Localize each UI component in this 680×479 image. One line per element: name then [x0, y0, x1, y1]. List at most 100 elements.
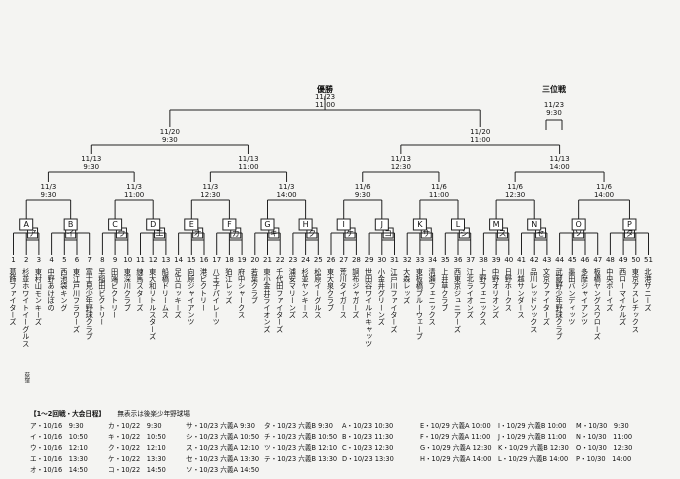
match-time: 12:30 — [505, 191, 525, 199]
team-number: 23 — [288, 256, 297, 264]
team-number: 16 — [200, 256, 209, 264]
match-time: 12:30 — [200, 191, 220, 199]
schedule-row: イ・10/16 10:50 — [30, 433, 88, 441]
match-time: 9:30 — [162, 136, 178, 144]
match-time: 14:00 — [550, 163, 570, 171]
match-date: 11/6 — [355, 183, 371, 191]
team-name: 杉並ヤンキース — [301, 267, 310, 318]
schedule-row: I・10/29 六義B 10:00 — [498, 422, 567, 430]
team-number: 33 — [415, 256, 424, 264]
team-number: 49 — [619, 256, 628, 264]
team-name: 板橋ヤングスワローズ — [593, 267, 602, 340]
match-time: 14:00 — [276, 191, 296, 199]
schedule-row: E・10/29 六義A 10:00 — [420, 422, 491, 430]
team-number: 14 — [174, 256, 183, 264]
match-date: 11/13 — [550, 155, 570, 163]
team-number: 28 — [352, 256, 361, 264]
team-number: 13 — [161, 256, 170, 264]
final-date: 11/23 — [315, 93, 335, 101]
team-name: 北港サニーズ — [644, 268, 653, 311]
match-date: 11/3 — [279, 183, 295, 191]
schedule-row: カ・10/22 9:30 — [108, 422, 162, 430]
match-date: 11/6 — [431, 183, 447, 191]
team-name: 武蔵野少年野球クラブ — [555, 267, 564, 340]
team-name: 西ローマイケルズ — [619, 268, 628, 326]
team-number: 11 — [136, 256, 145, 264]
schedule-row: ケ・10/22 13:30 — [108, 455, 166, 463]
team-name: 東村山モンキーズ — [34, 267, 43, 325]
schedule-note: 無表示は後楽少年野球場 — [117, 410, 190, 418]
team-name: 清瀬フェニックス — [428, 267, 437, 325]
team-number: 2 — [24, 256, 28, 264]
team-name: 船橋ドリームス — [161, 267, 170, 318]
schedule-row: F・10/29 六義A 11:00 — [420, 433, 491, 441]
match-date: 11/6 — [596, 183, 612, 191]
team-name: 港ビクトリー — [199, 267, 208, 311]
match-time: 11:00 — [429, 191, 449, 199]
team-sub: 荻窪 — [23, 371, 30, 385]
team-number: 22 — [276, 256, 285, 264]
team-name: 東京アスレチックス — [631, 267, 640, 333]
schedule-row: ク・10/22 12:10 — [108, 444, 166, 452]
group-label: B — [68, 220, 74, 229]
team-name: 松原イーグルス — [314, 267, 323, 318]
team-name: 江北ライオンズ — [466, 268, 475, 319]
team-number: 45 — [568, 256, 577, 264]
team-name: 練馬スターズ — [136, 267, 145, 311]
team-name: 田端ビクトリー — [111, 268, 120, 318]
group-label: M — [493, 220, 500, 229]
match-date: 11/20 — [470, 128, 490, 136]
match-date: 11/3 — [126, 183, 142, 191]
team-name: 荒川タイガース — [339, 267, 348, 318]
team-number: 32 — [403, 256, 412, 264]
team-number: 3 — [37, 256, 41, 264]
schedule-row: ウ・10/16 12:10 — [30, 444, 88, 452]
team-name: 狛江レッズ — [225, 267, 234, 304]
team-name: 日野ホークス — [504, 268, 513, 311]
match-time: 11:00 — [470, 136, 490, 144]
team-name: 品川レッドソックス — [530, 268, 539, 333]
match-date: 11/3 — [41, 183, 57, 191]
schedule-row: サ・10/23 六義A 9:30 — [186, 422, 255, 430]
team-name: 東板橋ブルーウェーブ — [415, 267, 424, 340]
group-label: O — [576, 220, 582, 229]
schedule-row: エ・10/16 13:30 — [30, 455, 88, 463]
team-number: 15 — [187, 256, 196, 264]
team-number: 9 — [113, 256, 117, 264]
group-label: I — [343, 220, 345, 229]
schedule-row: ス・10/23 六義A 12:10 — [186, 444, 260, 452]
team-name: 東江戸川フラワーズ — [73, 267, 82, 333]
team-number: 12 — [149, 256, 158, 264]
schedule-row: A・10/23 10:30 — [342, 422, 394, 430]
schedule-row: C・10/23 12:30 — [342, 444, 394, 452]
schedule-row: K・10/29 六義B 12:30 — [498, 444, 569, 452]
match-time: 9:30 — [83, 163, 99, 171]
team-number: 1 — [11, 256, 15, 264]
schedule-row: B・10/23 11:30 — [342, 433, 394, 441]
team-number: 36 — [454, 256, 463, 264]
match-time: 11:00 — [124, 191, 144, 199]
team-number: 5 — [62, 256, 66, 264]
match-date: 11/6 — [507, 183, 523, 191]
team-number: 50 — [631, 256, 640, 264]
schedule-row: セ・10/23 六義A 13:30 — [186, 455, 260, 463]
team-name: 世田谷ワイルドキャッツ — [365, 267, 374, 347]
schedule-title: 【1～2回戦・大会日程】 — [30, 410, 106, 418]
schedule-row: J・10/29 六義B 11:00 — [498, 433, 567, 441]
schedule-row: テ・10/23 六義B 13:30 — [264, 455, 338, 463]
final-title: 優勝 — [316, 84, 334, 94]
match-time: 11:00 — [238, 163, 258, 171]
team-name: 川越サンダース — [517, 268, 526, 319]
team-number: 10 — [123, 256, 132, 264]
team-number: 21 — [263, 256, 272, 264]
team-name: 千代田ファイターズ — [276, 267, 285, 333]
team-number: 26 — [327, 256, 336, 264]
group-label: H — [303, 220, 309, 229]
schedule-row: N・10/30 11:00 — [576, 433, 633, 441]
